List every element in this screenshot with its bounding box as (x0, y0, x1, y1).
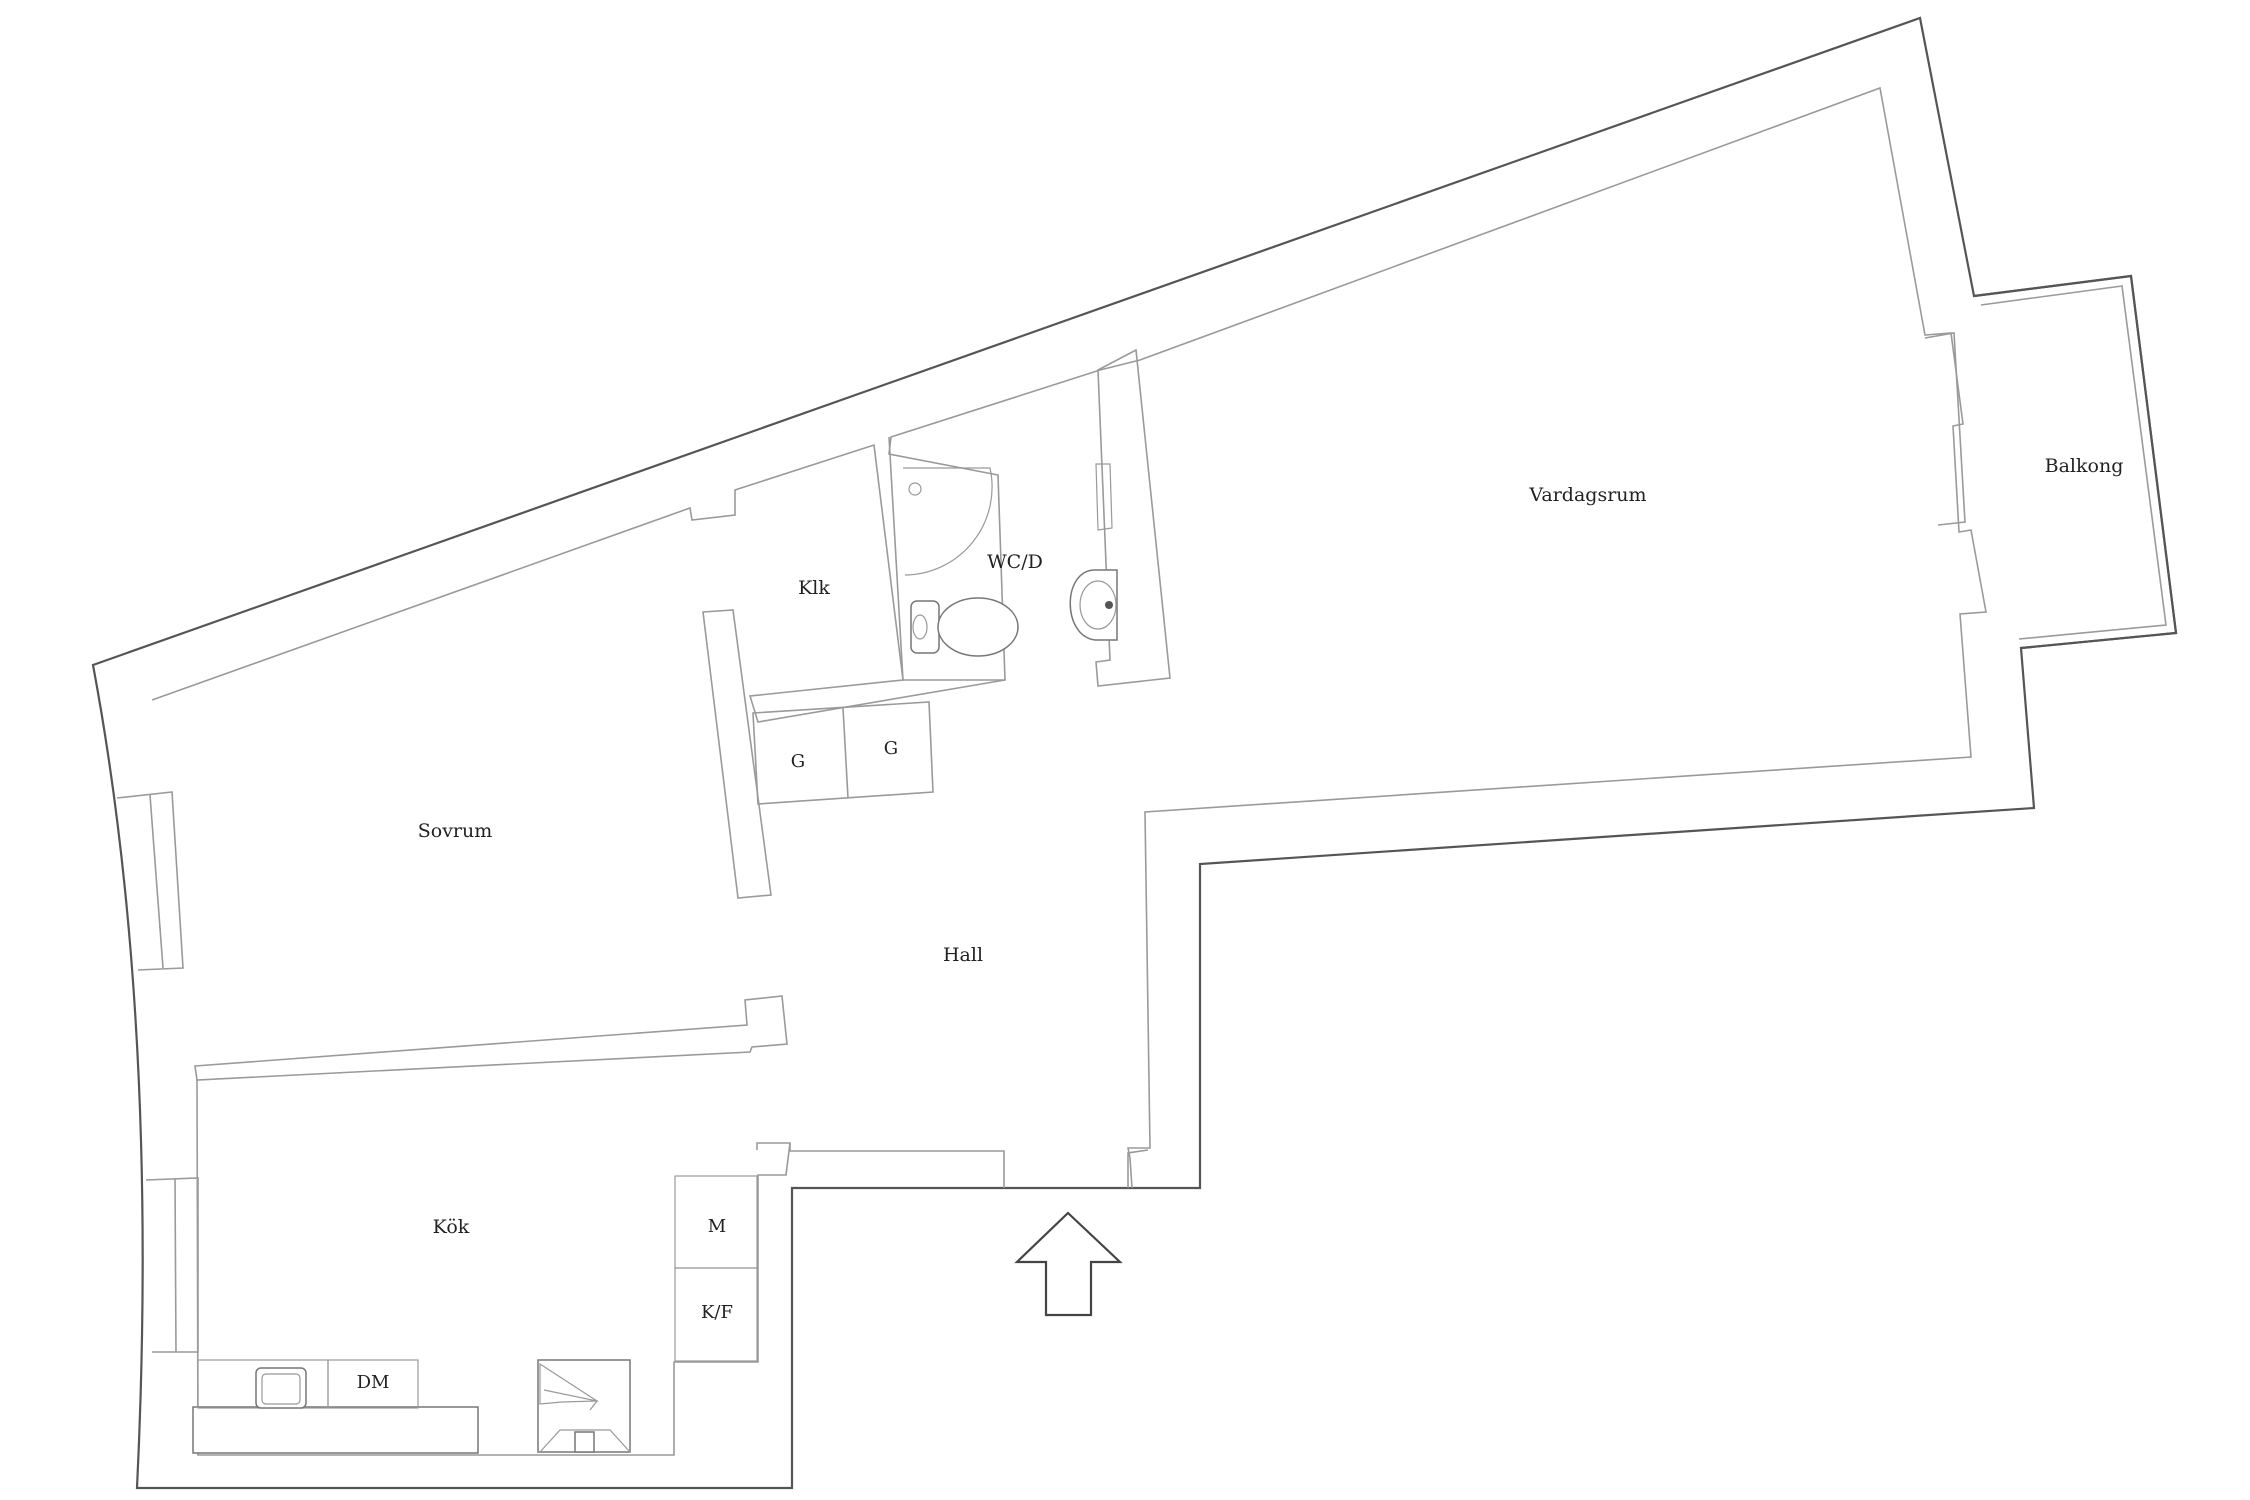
fixture-label-mikro: M (708, 1216, 726, 1237)
wall-kitchen (196, 1079, 791, 1456)
room-label-klk: Klk (798, 577, 830, 599)
stove-icon (537, 1359, 631, 1453)
washbasin-icon (1069, 569, 1118, 641)
room-label-wcd: WC/D (987, 551, 1043, 573)
fixtures (192, 463, 1118, 1454)
inner-walls (116, 86, 1987, 1456)
room-label-hall: Hall (943, 944, 983, 966)
wc-shelf (1095, 463, 1113, 531)
room-label-sovrum: Sovrum (418, 820, 493, 842)
shower-icon (903, 467, 993, 576)
room-labels: Vardagsrum Balkong Sovrum Klk WC/D Hall … (418, 455, 2124, 1238)
entrance-arrow-icon (1014, 1211, 1123, 1317)
window-left-lower (145, 1177, 199, 1353)
fixture-labels: G G M K/F DM (357, 738, 899, 1393)
kitchen-counter (192, 1359, 631, 1454)
wall-hall-right (1127, 1149, 1149, 1188)
balcony-outline (1973, 274, 2178, 650)
wall-closet-divider (842, 707, 849, 799)
wall-wc-living (1095, 348, 1171, 687)
room-label-kok: Kök (433, 1216, 470, 1238)
fixture-label-garderob-2: G (884, 738, 898, 759)
wall-closets (752, 701, 934, 805)
wall-inner-face (151, 86, 1987, 1189)
window-right (1924, 332, 1966, 526)
wall-hall-bottom (789, 1143, 1005, 1188)
kitchen-tall-units (674, 1175, 758, 1362)
outer-wall-outline (91, 16, 2178, 1490)
window-left-upper-pane (149, 794, 164, 969)
balcony-inner (1980, 285, 2167, 640)
fixture-label-garderob-1: G (791, 751, 805, 772)
wall-wc-left (888, 436, 1005, 681)
toilet-icon (910, 597, 1019, 657)
wall-bedroom-hall (702, 609, 772, 899)
wall-bedroom-kitchen (194, 995, 788, 1081)
window-left-upper (116, 791, 184, 971)
fixture-label-diskmaskin: DM (357, 1372, 390, 1393)
room-label-balkong: Balkong (2045, 455, 2124, 477)
fixture-label-kyl-frys: K/F (701, 1302, 733, 1323)
kitchen-sink-icon (255, 1367, 307, 1409)
window-left-lower-pane (174, 1178, 177, 1353)
outer-walls (91, 16, 2178, 1490)
room-label-vardagsrum: Vardagsrum (1528, 484, 1646, 506)
